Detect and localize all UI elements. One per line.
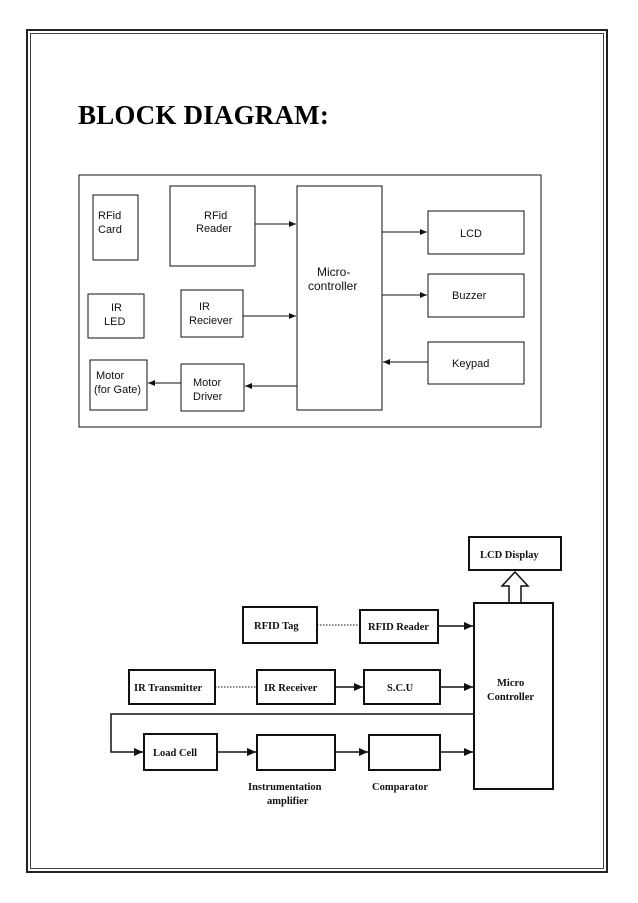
ir-led-block [87, 293, 145, 339]
ir-receiver-label-2: Reciever [189, 315, 233, 327]
motor-driver-label-1: Motor [193, 377, 221, 389]
ir-receiver-label-2: IR Receiver [264, 683, 318, 694]
arrow-mcu-to-loadcell [110, 713, 474, 756]
micro-controller-label-2: Controller [487, 692, 534, 703]
lcd-block [427, 210, 525, 255]
microcontroller-block [296, 185, 383, 411]
micro-controller-block [473, 602, 554, 790]
block-diagram-1: RFid Card RFid Reader IR LED IR Reciever… [78, 174, 542, 428]
scu-block [363, 669, 441, 705]
motor-gate-block [89, 359, 148, 411]
motor-driver-label-2: Driver [193, 391, 223, 403]
rfid-card-label-2: Card [98, 224, 122, 236]
comparator-block [368, 734, 441, 771]
micro-controller-label-1: Micro [497, 678, 524, 689]
comparator-label: Comparator [372, 782, 428, 793]
page-border-inner [30, 33, 604, 869]
instrumentation-amplifier-label-1: Instrumentation [248, 782, 322, 793]
ir-led-label-2: LED [104, 316, 125, 328]
rfid-reader-label-1: RFid [204, 210, 227, 222]
load-cell-label: Load Cell [153, 748, 197, 759]
rfid-reader-label-2: Reader [196, 223, 232, 235]
block-diagram-2: LCD Display Micro Controller RFID Tag RF… [110, 536, 562, 807]
page-title: BLOCK DIAGRAM: [78, 100, 330, 130]
microcontroller-label-1: Micro- [317, 265, 350, 279]
ir-transmitter-label: IR Transmitter [134, 683, 202, 694]
ir-receiver-label-1: IR [199, 301, 210, 313]
keypad-block [427, 341, 525, 385]
buzzer-label: Buzzer [452, 290, 487, 302]
keypad-label: Keypad [452, 358, 489, 370]
rfid-card-label-1: RFid [98, 210, 121, 222]
instrumentation-amplifier-block [256, 734, 336, 771]
instrumentation-amplifier-label-2: amplifier [267, 796, 309, 807]
page-border-outer [26, 29, 608, 873]
rfid-card-block [92, 194, 139, 261]
rfid-reader-label-2: RFID Reader [368, 622, 429, 633]
rfid-reader-block [169, 185, 256, 267]
scu-label: S.C.U [387, 683, 414, 694]
lcd-display-label: LCD Display [480, 550, 539, 561]
motor-driver-block [180, 363, 245, 412]
ir-receiver-block [180, 289, 244, 338]
lcd-label: LCD [460, 228, 482, 240]
load-cell-block [143, 733, 218, 771]
motor-gate-label-1: Motor [96, 370, 124, 382]
lcd-display-block [468, 536, 562, 571]
ir-led-label-1: IR [111, 302, 122, 314]
arrow-mcu-to-lcd-display [500, 570, 530, 603]
buzzer-block [427, 273, 525, 318]
motor-gate-label-2: (for Gate) [94, 384, 141, 396]
microcontroller-label-2: controller [308, 279, 357, 293]
rfid-tag-label: RFID Tag [254, 621, 299, 632]
